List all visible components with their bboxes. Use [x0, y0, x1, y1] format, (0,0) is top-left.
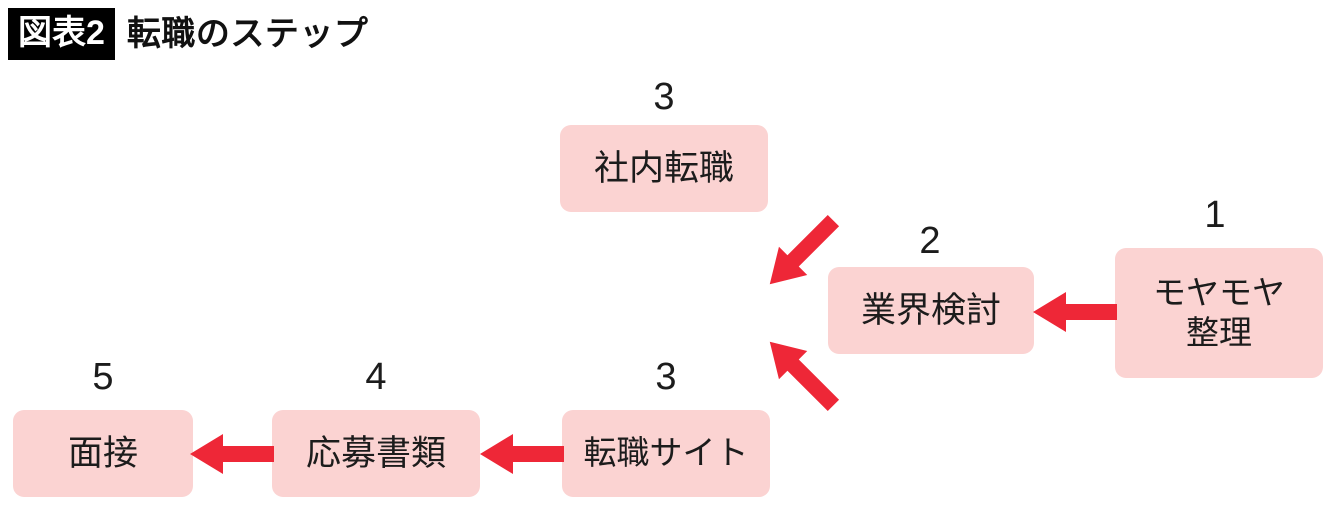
- node-tenshoku-site[interactable]: 転職サイト: [562, 410, 770, 497]
- node-shanai-tenshoku[interactable]: 社内転職: [560, 125, 768, 212]
- figure-title: 図表2 転職のステップ: [8, 8, 368, 60]
- node-oubo-shorui[interactable]: 応募書類: [272, 410, 480, 497]
- step-number-1: 1: [1204, 194, 1226, 236]
- step-number-5: 5: [92, 356, 114, 398]
- page-title: 転職のステップ: [126, 15, 369, 53]
- node-moyamoya-seiri[interactable]: モヤモヤ 整理: [1115, 248, 1323, 378]
- arrow-gyokai-to-shanai: [758, 206, 848, 296]
- step-number-2: 2: [919, 220, 941, 262]
- arrow-gyokai-to-tenshoku: [758, 330, 848, 420]
- arrow-moyamoya-to-gyokai: [1033, 292, 1117, 332]
- step-number-3-shanai: 3: [653, 76, 675, 118]
- arrow-tenshoku-to-oubo: [480, 434, 564, 474]
- step-number-4: 4: [365, 356, 387, 398]
- figure-number-badge: 図表2: [8, 8, 115, 60]
- node-mensetsu[interactable]: 面接: [13, 410, 193, 497]
- node-label-line-1: モヤモヤ: [1153, 273, 1285, 311]
- node-moyamoya-seiri-label: モヤモヤ 整理: [1153, 273, 1285, 354]
- node-label-line-2: 整理: [1186, 314, 1252, 351]
- step-number-3-tenshoku: 3: [655, 356, 677, 398]
- arrow-oubo-to-mensetsu: [190, 434, 274, 474]
- node-gyokai-kento[interactable]: 業界検討: [828, 267, 1034, 354]
